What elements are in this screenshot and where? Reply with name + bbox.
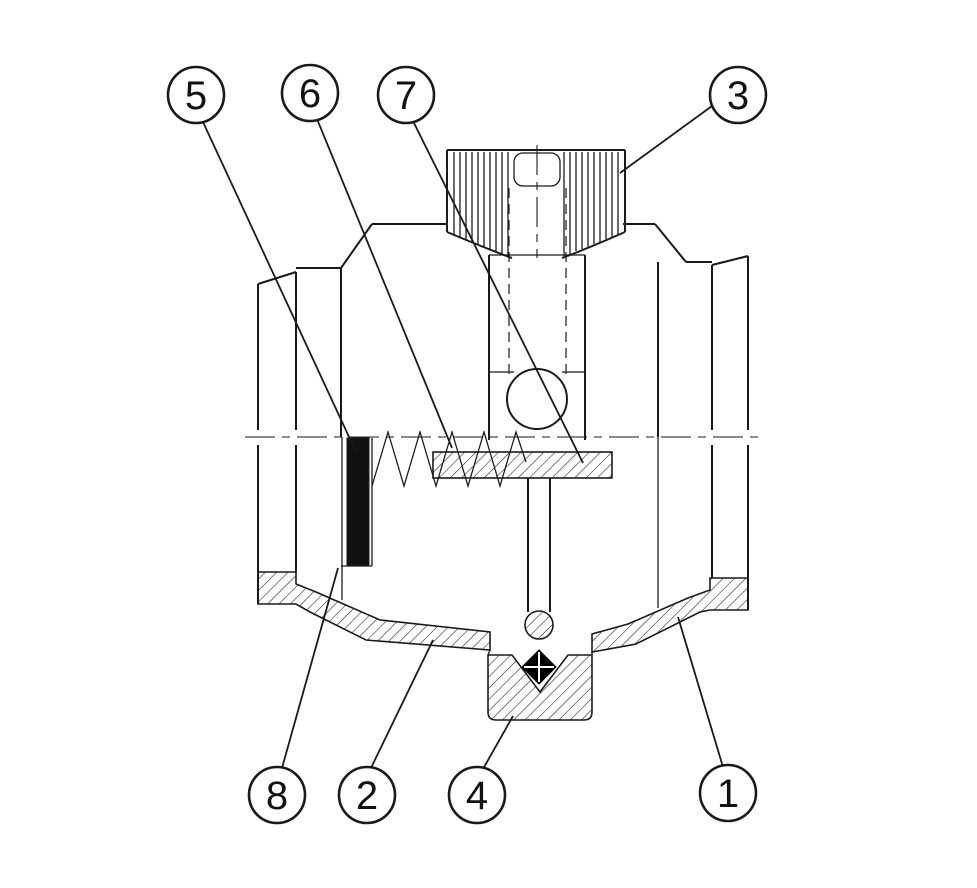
ball-detent [506,368,568,430]
callout-2-label: 2 [356,774,378,818]
seal [341,437,373,567]
callout-5-balloon [166,65,226,125]
cap-center-tab [513,152,561,187]
callout-8-balloon [247,765,307,825]
callout-8-leader [281,567,339,769]
callout-7-label: 7 [395,74,417,118]
left-flange-top-edge [257,271,297,285]
lower-left-wall-section [257,571,491,651]
callout-1-leader [677,616,724,768]
callout-balloons: 5 6 7 3 8 2 4 1 [166,63,768,825]
callout-1-balloon [698,763,758,823]
bottom-fitting [487,649,593,721]
cap-left-wing-bottom [446,231,513,259]
callout-3-label: 3 [727,74,749,118]
right-flange-top-edge [711,255,749,266]
valve-seat-disc [432,451,613,640]
callout-7-leader [412,120,584,464]
cap-knurl-lines-left [453,152,509,256]
lower-right-wall-section [591,577,749,653]
callout-4-label: 4 [466,774,488,818]
poppet-tip [521,649,557,685]
callout-5-label: 5 [185,74,207,118]
cap-knurl-lines-right [563,152,619,256]
callout-7-balloon [376,65,436,125]
callout-4-leader [482,715,514,770]
knurled-cap [446,149,626,259]
centerlines [245,145,758,438]
callout-3-leader [619,105,713,174]
callout-8-label: 8 [266,774,288,818]
callout-6-label: 6 [299,72,321,116]
stem-tip-ball [524,610,554,640]
callout-3-balloon [708,65,768,125]
callout-6-leader [316,118,453,449]
callout-6-balloon [280,63,340,123]
valve-body-upper [257,223,749,437]
callout-4-balloon [447,765,507,825]
leader-lines [202,105,724,770]
callout-2-leader [370,639,434,769]
callout-5-leader [202,121,357,453]
valve-body-lower [257,437,749,656]
callout-1-label: 1 [717,772,739,816]
callout-2-balloon [337,765,397,825]
